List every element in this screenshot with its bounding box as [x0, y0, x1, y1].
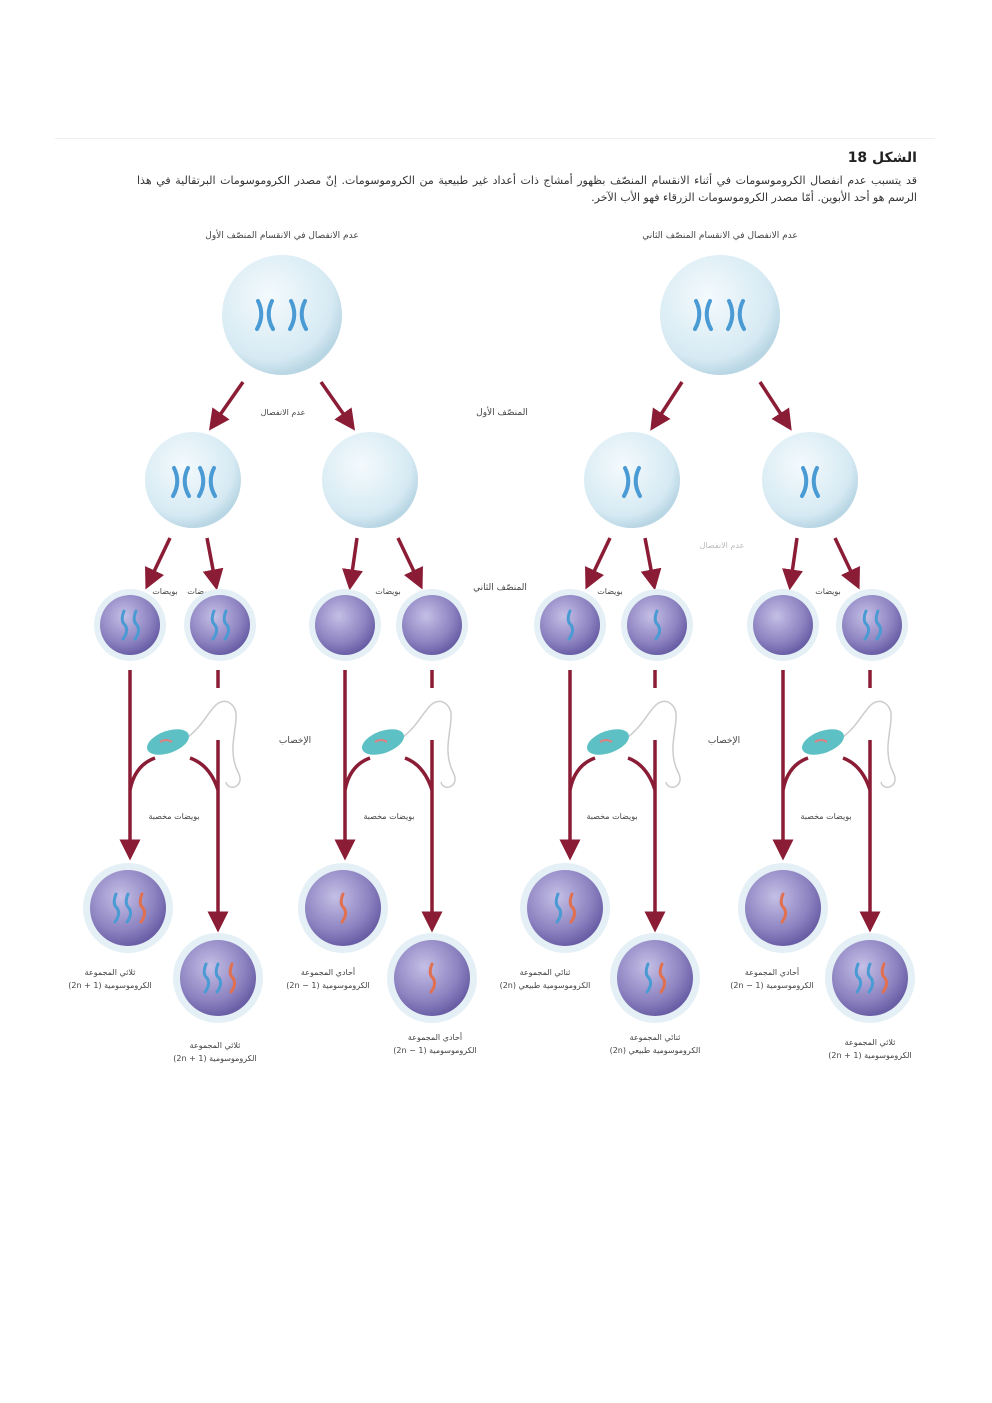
- svg-text:الكروموسومية (2n − 1): الكروموسومية (2n − 1): [286, 981, 369, 990]
- svg-text:ثلاثي المجموعة: ثلاثي المجموعة: [190, 1041, 241, 1050]
- eggs-label: بويضات: [375, 587, 401, 596]
- egg-cell: [621, 589, 693, 661]
- zygote-label: ثلاثي المجموعة الكروموسومية (2n + 1): [68, 968, 151, 990]
- figure-caption: قد يتسبب عدم انفصال الكروموسومات في أثنا…: [137, 174, 917, 204]
- fertilized-eggs-label: بويضات مخصبة: [586, 812, 637, 821]
- svg-text:الكروموسومية طبيعي (2n): الكروموسومية طبيعي (2n): [610, 1046, 701, 1055]
- sperm-icon: [582, 700, 682, 789]
- figure-title: الشكل 18: [847, 150, 917, 166]
- egg-cell: [309, 589, 381, 661]
- svg-text:الكروموسومية (2n + 1): الكروموسومية (2n + 1): [68, 981, 151, 990]
- zygote-label: ثنائي المجموعة الكروموسومية طبيعي (2n): [610, 1033, 701, 1055]
- zygote-monosomy: [738, 863, 828, 953]
- egg-cell: [184, 589, 256, 661]
- zygote-trisomy: [173, 933, 263, 1023]
- svg-text:ثلاثي المجموعة: ثلاثي المجموعة: [845, 1038, 896, 1047]
- svg-text:ثنائي المجموعة: ثنائي المجموعة: [630, 1033, 681, 1042]
- zygote-trisomy: [825, 933, 915, 1023]
- zygote-monosomy: [387, 933, 477, 1023]
- svg-text:الكروموسومية (2n − 1): الكروموسومية (2n − 1): [730, 981, 813, 990]
- svg-text:ثلاثي المجموعة: ثلاثي المجموعة: [85, 968, 136, 977]
- fertilized-eggs-label: بويضات مخصبة: [800, 812, 851, 821]
- meiosis-1-cell: [584, 432, 680, 528]
- svg-text:الكروموسومية (2n + 1): الكروموسومية (2n + 1): [828, 1051, 911, 1060]
- meiosis-1-cell-empty: [322, 432, 418, 528]
- svg-text:الكروموسومية (2n − 1): الكروموسومية (2n − 1): [393, 1046, 476, 1055]
- egg-cell: [534, 589, 606, 661]
- svg-text:الكروموسومية طبيعي (2n): الكروموسومية طبيعي (2n): [500, 981, 591, 990]
- egg-cell: [396, 589, 468, 661]
- egg-cell: [836, 589, 908, 661]
- zygote-normal: [610, 933, 700, 1023]
- zygote-label: أحادي المجموعة الكروموسومية (2n − 1): [286, 967, 369, 990]
- svg-text:أحادي المجموعة: أحادي المجموعة: [745, 967, 799, 977]
- meiosis-2-arrows: [145, 537, 860, 591]
- svg-text:أحادي المجموعة: أحادي المجموعة: [408, 1032, 462, 1042]
- zygote-label: أحادي المجموعة الكروموسومية (2n − 1): [730, 967, 813, 990]
- zygote-normal: [520, 863, 610, 953]
- sperm-icon: [797, 700, 897, 789]
- svg-text:أحادي المجموعة: أحادي المجموعة: [301, 967, 355, 977]
- zygote-label: ثلاثي المجموعة الكروموسومية (2n + 1): [828, 1038, 911, 1060]
- right-heading: عدم الانفصال في الانقسام المنصّف الثاني: [642, 231, 798, 241]
- eggs-label: بويضات: [152, 587, 178, 596]
- eggs-label: بويضات: [187, 587, 213, 596]
- fertilization-label: الإخصاب: [708, 736, 740, 746]
- eggs-label: بويضات: [597, 587, 623, 596]
- nondisjunction-label-faint: عدم الانفصال: [700, 541, 745, 550]
- zygote-label: ثنائي المجموعة الكروموسومية طبيعي (2n): [500, 968, 591, 990]
- fertilized-eggs-label: بويضات مخصبة: [363, 812, 414, 821]
- fertilized-eggs-label: بويضات مخصبة: [148, 812, 199, 821]
- svg-text:ثنائي المجموعة: ثنائي المجموعة: [520, 968, 571, 977]
- meiosis-1-label: المنصّف الأول: [476, 406, 528, 418]
- zygote-trisomy: [83, 863, 173, 953]
- egg-cell: [94, 589, 166, 661]
- left-heading: عدم الانفصال في الانقسام المنصّف الأول: [205, 229, 358, 241]
- parent-cell-right: [660, 255, 780, 375]
- meiosis-1-arrows: [208, 380, 792, 431]
- meiosis-2-label: المنصّف الثاني: [473, 583, 527, 593]
- sperm-icon: [357, 700, 457, 789]
- nondisjunction-label: عدم الانفصال: [261, 408, 306, 417]
- meiosis-1-cell: [145, 432, 241, 528]
- zygote-monosomy: [298, 863, 388, 953]
- svg-text:الكروموسومية (2n + 1): الكروموسومية (2n + 1): [173, 1054, 256, 1063]
- zygote-label: ثلاثي المجموعة الكروموسومية (2n + 1): [173, 1041, 256, 1063]
- egg-cell: [747, 589, 819, 661]
- meiosis-1-cell: [762, 432, 858, 528]
- parent-cell-left: [222, 255, 342, 375]
- sperm-icon: [142, 700, 242, 789]
- top-rule: [55, 138, 935, 139]
- fertilization-label: الإخصاب: [279, 736, 311, 746]
- eggs-label: بويضات: [815, 587, 841, 596]
- fertilization-paths: [119, 670, 881, 933]
- zygote-label: أحادي المجموعة الكروموسومية (2n − 1): [393, 1032, 476, 1055]
